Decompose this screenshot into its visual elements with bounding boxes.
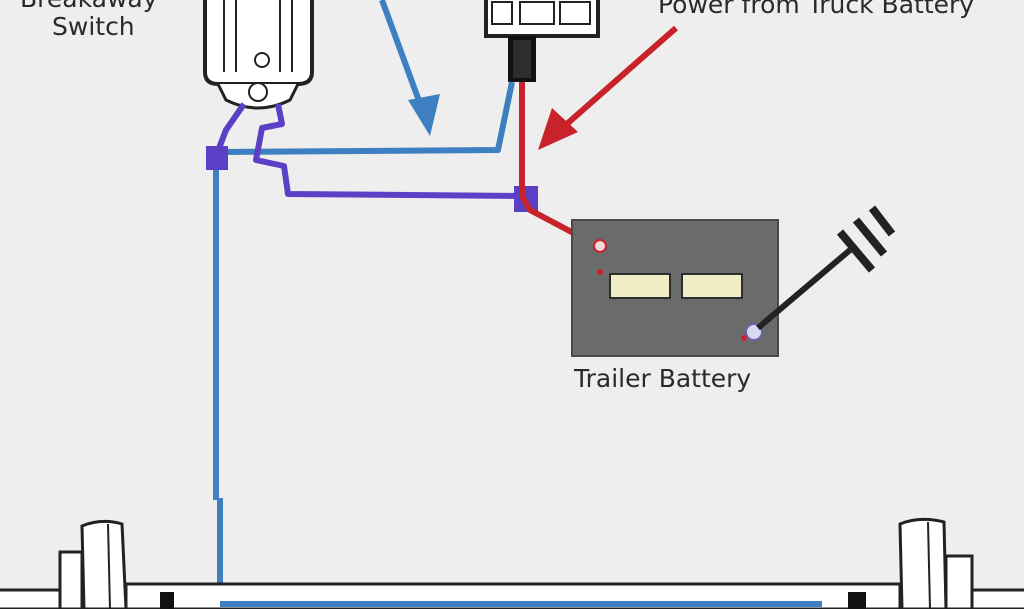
breakaway-switch-label-line1: Breakaway [20, 0, 158, 13]
arrow-icon [538, 25, 678, 150]
trailer-axle-icon [0, 517, 1024, 609]
trailer-battery-label: Trailer Battery [574, 364, 752, 393]
wire-junction [206, 146, 228, 170]
brake-controller-connector-icon [484, 0, 600, 82]
ground-symbol-icon [756, 205, 896, 331]
arrow-icon [379, 0, 440, 136]
red-wire [519, 82, 600, 249]
breakaway-switch-icon [203, 0, 314, 110]
breakaway-switch-label-line2: Switch [52, 12, 135, 41]
trailer-battery-icon [571, 219, 779, 357]
purple-wires [213, 102, 525, 210]
power-from-truck-battery-label: Power from Truck Battery [658, 0, 975, 19]
